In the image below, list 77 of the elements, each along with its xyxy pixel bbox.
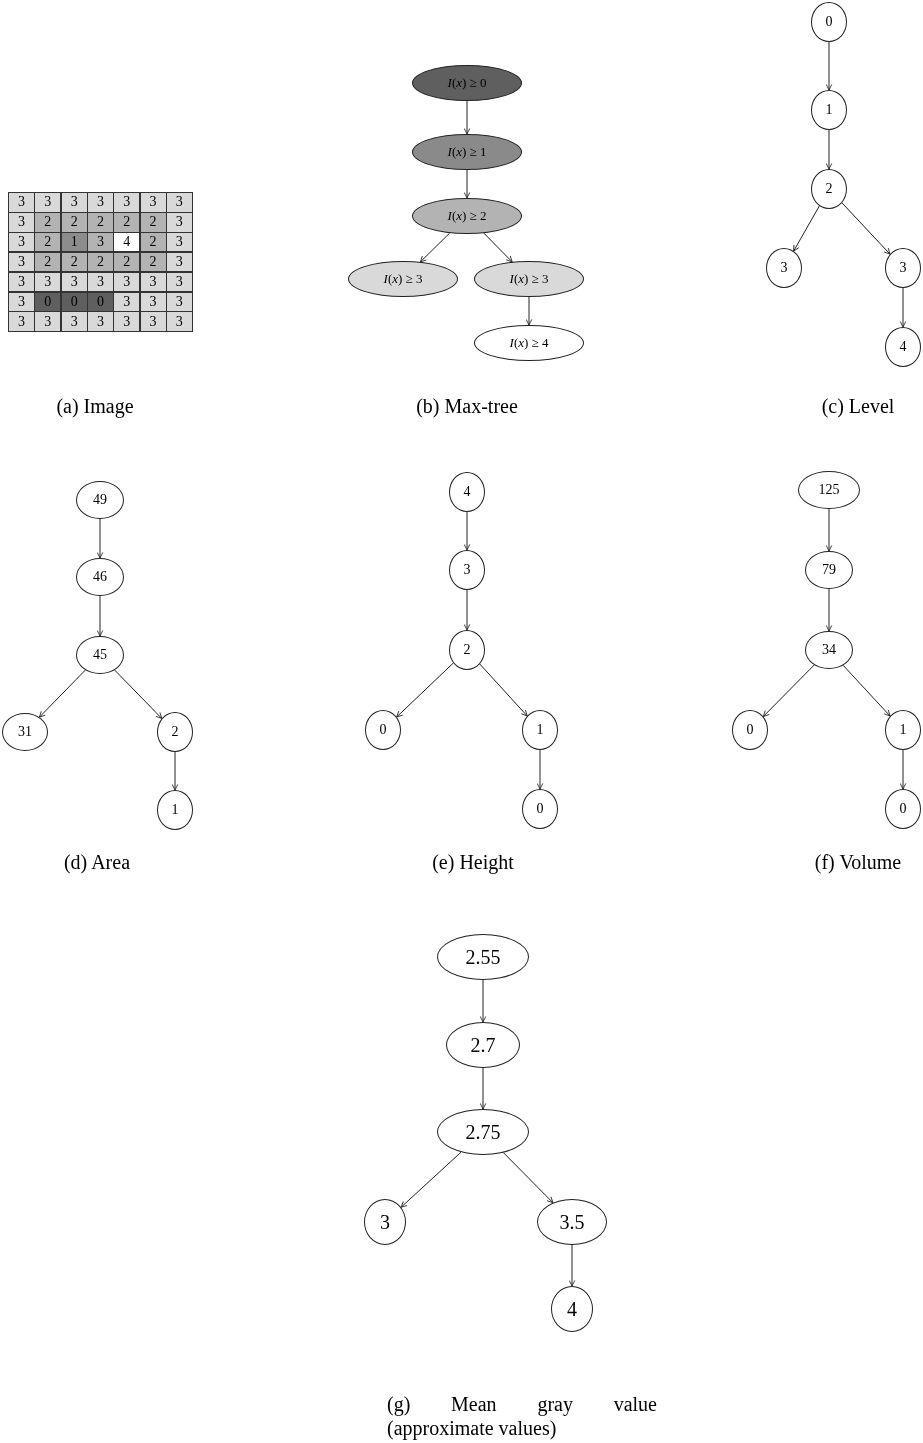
pixel-cell: 3 — [34, 192, 62, 213]
circle-node: 0 — [365, 710, 401, 750]
pixel-cell: 3 — [139, 311, 167, 333]
subfigure-caption: (e) Height — [432, 851, 514, 874]
ellipse-node: 2.75 — [437, 1109, 529, 1155]
ellipse-node: I(x) ≥ 3 — [474, 261, 584, 297]
ellipse-node: 45 — [76, 636, 124, 674]
arrow — [793, 205, 820, 252]
pixel-cell: 3 — [8, 192, 36, 213]
subfigure-caption: (g) Mean gray value (approximate values) — [387, 1392, 657, 1440]
pixel-cell: 4 — [113, 231, 141, 253]
pixel-cell: 3 — [34, 271, 62, 293]
circle-node: 0 — [885, 789, 921, 829]
circle-node: 1 — [157, 790, 193, 830]
ellipse-node: 79 — [805, 551, 853, 589]
ellipse-node: I(x) ≥ 2 — [412, 198, 522, 234]
subfigure-caption: (f) Volume — [814, 851, 902, 874]
ellipse-node: 125 — [798, 471, 860, 509]
circle-node: 4 — [885, 327, 921, 367]
ellipse-node: I(x) ≥ 3 — [348, 261, 458, 297]
circle-node: 2 — [157, 712, 193, 752]
ellipse-node: 2.55 — [437, 934, 529, 980]
ellipse-node: I(x) ≥ 1 — [412, 134, 522, 170]
ellipse-node: 2.7 — [446, 1022, 520, 1068]
ellipse-node: 3.5 — [537, 1199, 607, 1245]
subfigure-caption: (d) Area — [63, 851, 131, 874]
pixel-cell: 3 — [8, 311, 36, 333]
pixel-cell: 3 — [60, 311, 88, 333]
pixel-cell: 3 — [86, 311, 114, 333]
circle-node: 3 — [449, 550, 485, 590]
arrow — [762, 664, 815, 718]
pixel-cell: 3 — [165, 192, 193, 213]
ellipse-node: I(x) ≥ 4 — [474, 325, 584, 361]
arrow — [479, 663, 528, 717]
pixel-cell: 3 — [139, 192, 167, 213]
pixel-cell: 3 — [86, 192, 114, 213]
subfigure-caption: (a) Image — [56, 395, 134, 418]
arrow — [502, 1152, 554, 1204]
circle-node: 2 — [449, 630, 485, 670]
circle-node: 1 — [522, 710, 558, 750]
pixel-cell: 3 — [113, 311, 141, 333]
pixel-cell: 3 — [165, 311, 193, 333]
arrow — [396, 662, 454, 718]
arrow — [419, 232, 451, 263]
arrow — [842, 664, 891, 717]
circle-node: 0 — [522, 789, 558, 829]
pixel-cell: 2 — [113, 251, 141, 273]
ellipse-node: 31 — [2, 713, 48, 751]
circle-node: 3 — [766, 248, 802, 288]
arrow — [400, 1151, 462, 1208]
ellipse-node: 46 — [76, 558, 124, 596]
circle-node: 4 — [551, 1286, 593, 1332]
ellipse-node: I(x) ≥ 0 — [412, 65, 522, 101]
pixel-cell: 2 — [34, 251, 62, 273]
pixel-cell: 2 — [34, 211, 62, 233]
circle-node: 0 — [732, 710, 768, 750]
arrow — [114, 669, 163, 719]
arrow — [38, 669, 86, 718]
ellipse-node: 49 — [76, 481, 124, 519]
circle-node: 4 — [449, 472, 485, 512]
arrow — [483, 232, 513, 263]
circle-node: 3 — [885, 248, 921, 288]
arrow — [841, 202, 891, 255]
pixel-cell: 3 — [34, 311, 62, 333]
pixel-cell: 3 — [60, 192, 88, 213]
pixel-cell: 3 — [113, 192, 141, 213]
circle-node: 2 — [811, 169, 847, 209]
circle-node: 1 — [885, 710, 921, 750]
ellipse-node: 34 — [805, 631, 853, 669]
subfigure-caption: (b) Max-tree — [416, 395, 518, 418]
pixel-cell: 2 — [113, 211, 141, 233]
circle-node: 3 — [364, 1199, 406, 1245]
pixel-cell: 2 — [34, 231, 62, 253]
pixel-cell: 3 — [113, 271, 141, 293]
circle-node: 0 — [811, 2, 847, 42]
circle-node: 1 — [811, 90, 847, 130]
subfigure-caption: (c) Level — [821, 395, 895, 418]
